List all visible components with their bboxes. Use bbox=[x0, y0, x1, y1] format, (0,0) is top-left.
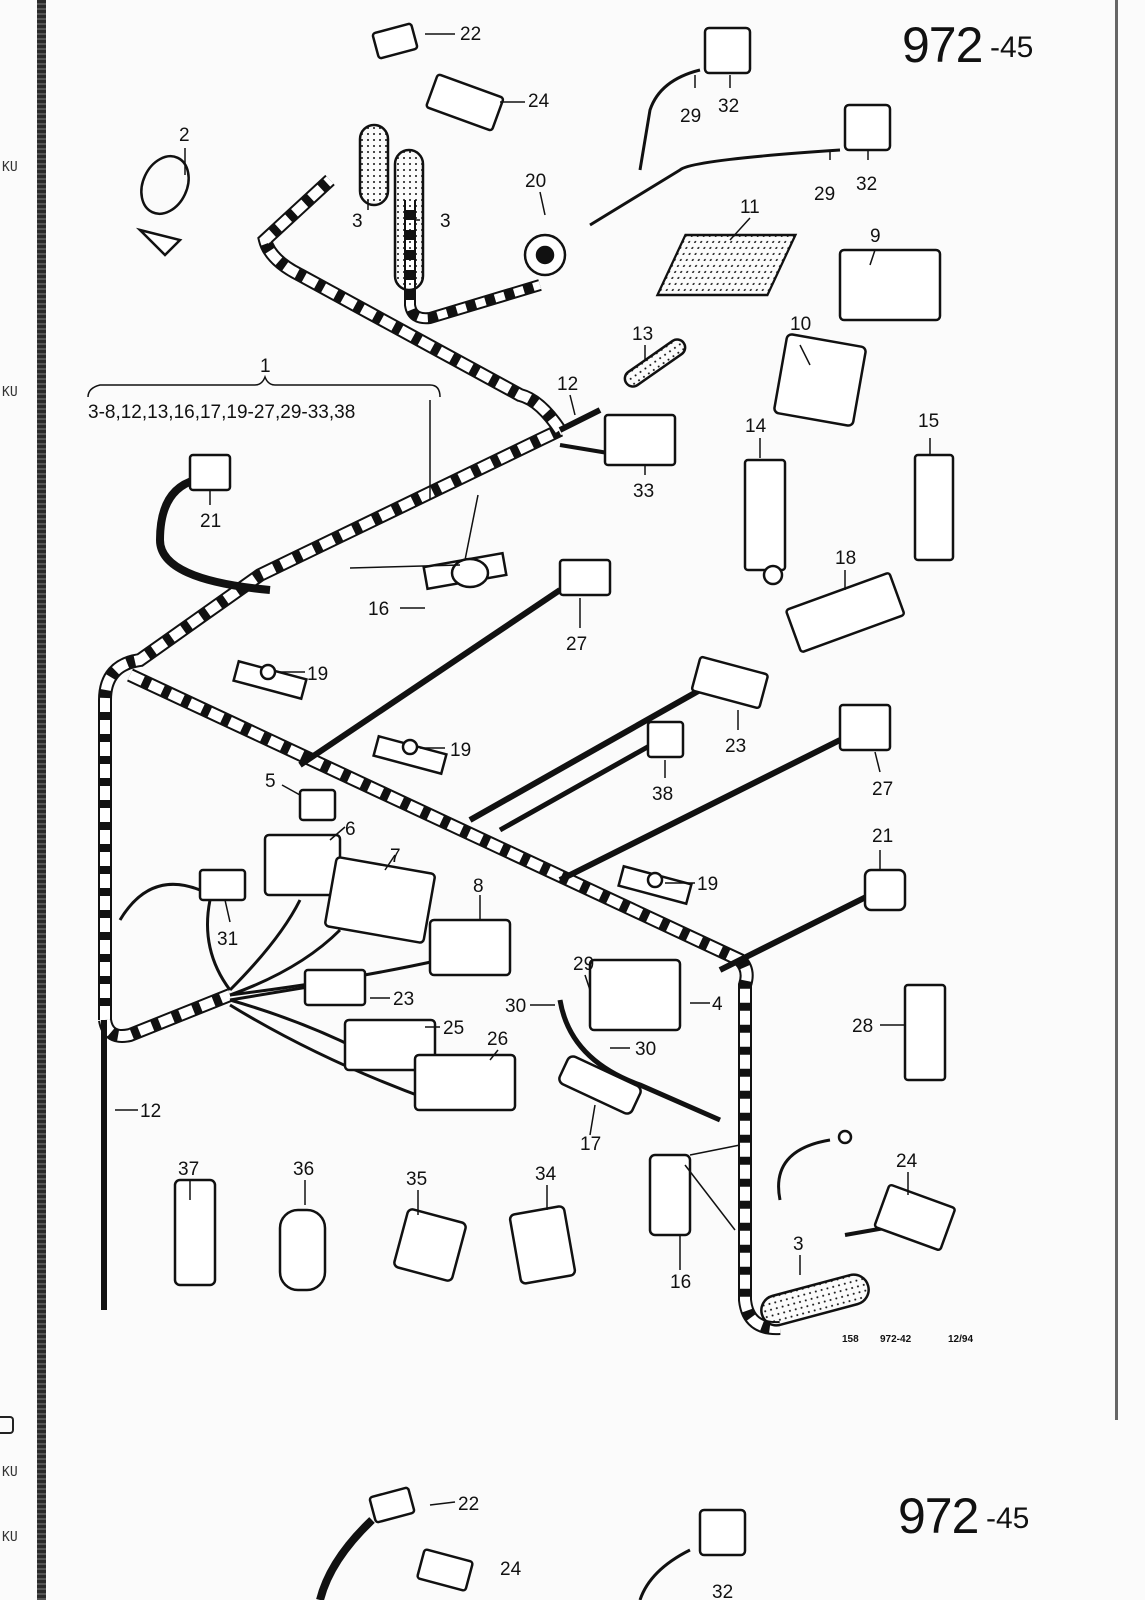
callout: 16 bbox=[670, 1272, 691, 1293]
callout: 29 bbox=[573, 954, 594, 975]
callout: 30 bbox=[635, 1039, 656, 1060]
callout: 22 bbox=[460, 24, 481, 45]
footer-date: 12/94 bbox=[948, 1334, 973, 1345]
callout: 24 bbox=[896, 1151, 918, 1172]
callout: 20 bbox=[525, 171, 546, 192]
callout: 24 bbox=[528, 91, 550, 112]
side-tab-box bbox=[0, 1416, 14, 1434]
footer-ref: 158 bbox=[842, 1334, 859, 1345]
side-mark: KU bbox=[2, 1530, 18, 1545]
callout: 28 bbox=[852, 1016, 873, 1037]
callout: 1 bbox=[260, 356, 271, 377]
callout: 38 bbox=[652, 784, 673, 805]
page-title-suffix: -45 bbox=[990, 31, 1034, 64]
callout: 21 bbox=[200, 511, 221, 532]
callout: 21 bbox=[872, 826, 893, 847]
callout: 32 bbox=[718, 96, 739, 117]
callout: 3 bbox=[440, 211, 451, 232]
group-range-label: 3-8,12,13,16,17,19-27,29-33,38 bbox=[88, 402, 355, 423]
side-mark: KU bbox=[2, 1465, 18, 1480]
callout: 27 bbox=[872, 779, 893, 800]
callout: 9 bbox=[870, 226, 881, 247]
callout: 32 bbox=[856, 174, 877, 195]
side-mark: KU bbox=[2, 160, 18, 175]
callout: 4 bbox=[712, 994, 723, 1015]
callout: 26 bbox=[487, 1029, 508, 1050]
callout: 19 bbox=[450, 740, 471, 761]
footer-drawing: 972-42 bbox=[880, 1334, 912, 1345]
callout: 10 bbox=[790, 314, 811, 335]
leader-lines bbox=[87, 33, 931, 1506]
callout: 11 bbox=[740, 197, 760, 218]
callout: 37 bbox=[178, 1159, 199, 1180]
callout: 35 bbox=[406, 1169, 427, 1190]
callout: 18 bbox=[835, 548, 856, 569]
page-title-suffix-repeat: -45 bbox=[986, 1502, 1030, 1535]
callout: 31 bbox=[217, 929, 238, 950]
callout: 22 bbox=[458, 1494, 479, 1515]
callout: 14 bbox=[745, 416, 767, 437]
page-title-number: 972 bbox=[902, 17, 983, 73]
callout: 12 bbox=[557, 374, 578, 395]
callout: 8 bbox=[473, 876, 484, 897]
part-shapes bbox=[135, 22, 956, 1327]
callout: 12 bbox=[140, 1101, 161, 1122]
callout: 3 bbox=[352, 211, 363, 232]
callout: 25 bbox=[443, 1018, 464, 1039]
right-page-edge bbox=[1115, 0, 1118, 1420]
callout: 23 bbox=[393, 989, 414, 1010]
callout: 34 bbox=[535, 1164, 557, 1185]
callout: 5 bbox=[265, 771, 276, 792]
callout: 36 bbox=[293, 1159, 314, 1180]
callout: 30 bbox=[505, 996, 526, 1017]
callout: 29 bbox=[680, 106, 701, 127]
callout: 24 bbox=[500, 1559, 522, 1580]
callout: 29 bbox=[814, 184, 835, 205]
callout: 33 bbox=[633, 481, 654, 502]
callout: 16 bbox=[368, 599, 389, 620]
callout: 15 bbox=[918, 411, 939, 432]
callout: 2 bbox=[179, 125, 190, 146]
page-title-number-repeat: 972 bbox=[898, 1488, 979, 1544]
callout: 19 bbox=[307, 664, 328, 685]
callout: 17 bbox=[580, 1134, 601, 1155]
callout: 13 bbox=[632, 324, 653, 345]
next-page-fragment: 22 24 32 bbox=[316, 1486, 747, 1600]
callout: 27 bbox=[566, 634, 587, 655]
callout: 23 bbox=[725, 736, 746, 757]
callout: 3 bbox=[793, 1234, 804, 1255]
callout: 6 bbox=[345, 819, 356, 840]
side-mark: KU bbox=[2, 385, 18, 400]
callout: 32 bbox=[712, 1582, 733, 1600]
callout-labels: 22 24 2 3 3 20 29 32 29 32 11 9 10 13 12… bbox=[88, 24, 973, 1345]
callout: 19 bbox=[697, 874, 718, 895]
binding-edge bbox=[37, 0, 46, 1600]
callout: 7 bbox=[390, 846, 401, 867]
main-harness bbox=[98, 68, 931, 1336]
